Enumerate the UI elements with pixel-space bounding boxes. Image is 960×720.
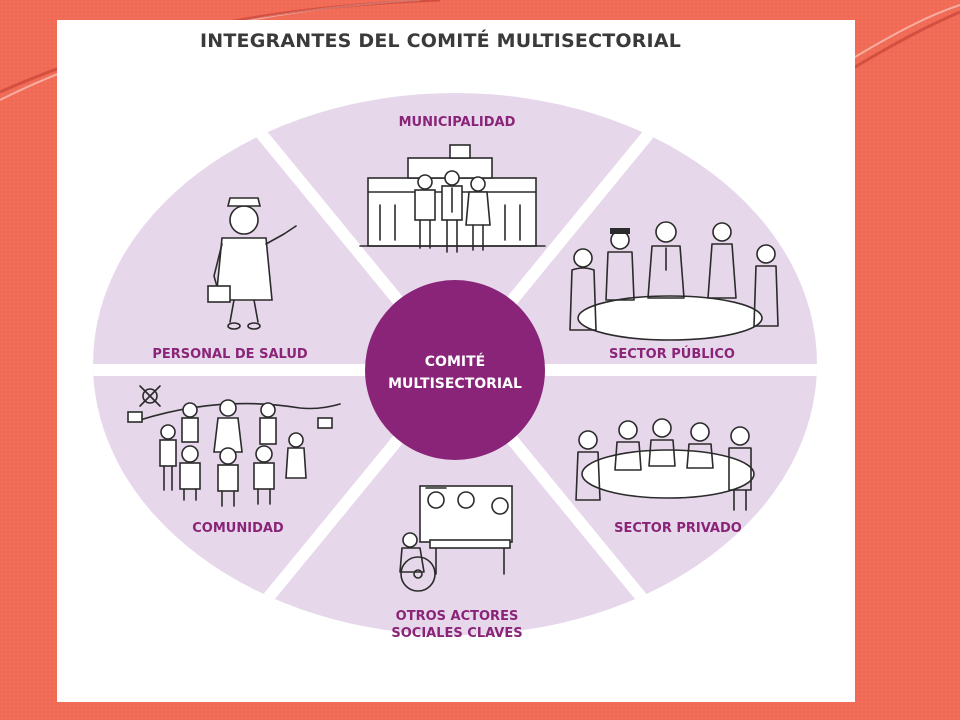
sector-privado-illustration [575,418,755,511]
page-title: INTEGRANTES DEL COMITÉ MULTISECTORIAL [200,30,682,52]
center-label-line1: COMITÉ [425,353,485,370]
label-otros-actores-line2: SOCIALES CLAVES [391,626,522,641]
label-sector-privado: SECTOR PRIVADO [614,521,742,536]
municipalidad-illustration [359,144,546,253]
label-comunidad: COMUNIDAD [192,521,284,536]
label-personal-de-salud: PERSONAL DE SALUD [152,347,308,362]
label-otros-actores-line1: OTROS ACTORES [396,609,519,624]
center-circle [365,280,545,460]
center-label-line2: MULTISECTORIAL [388,376,522,392]
otros-actores-illustration [399,485,513,592]
comunidad-illustration [127,385,341,507]
personal-de-salud-illustration [207,197,297,330]
label-municipalidad: MUNICIPALIDAD [399,115,516,130]
sector-publico-illustration [569,221,779,341]
label-sector-publico: SECTOR PÚBLICO [609,346,735,362]
